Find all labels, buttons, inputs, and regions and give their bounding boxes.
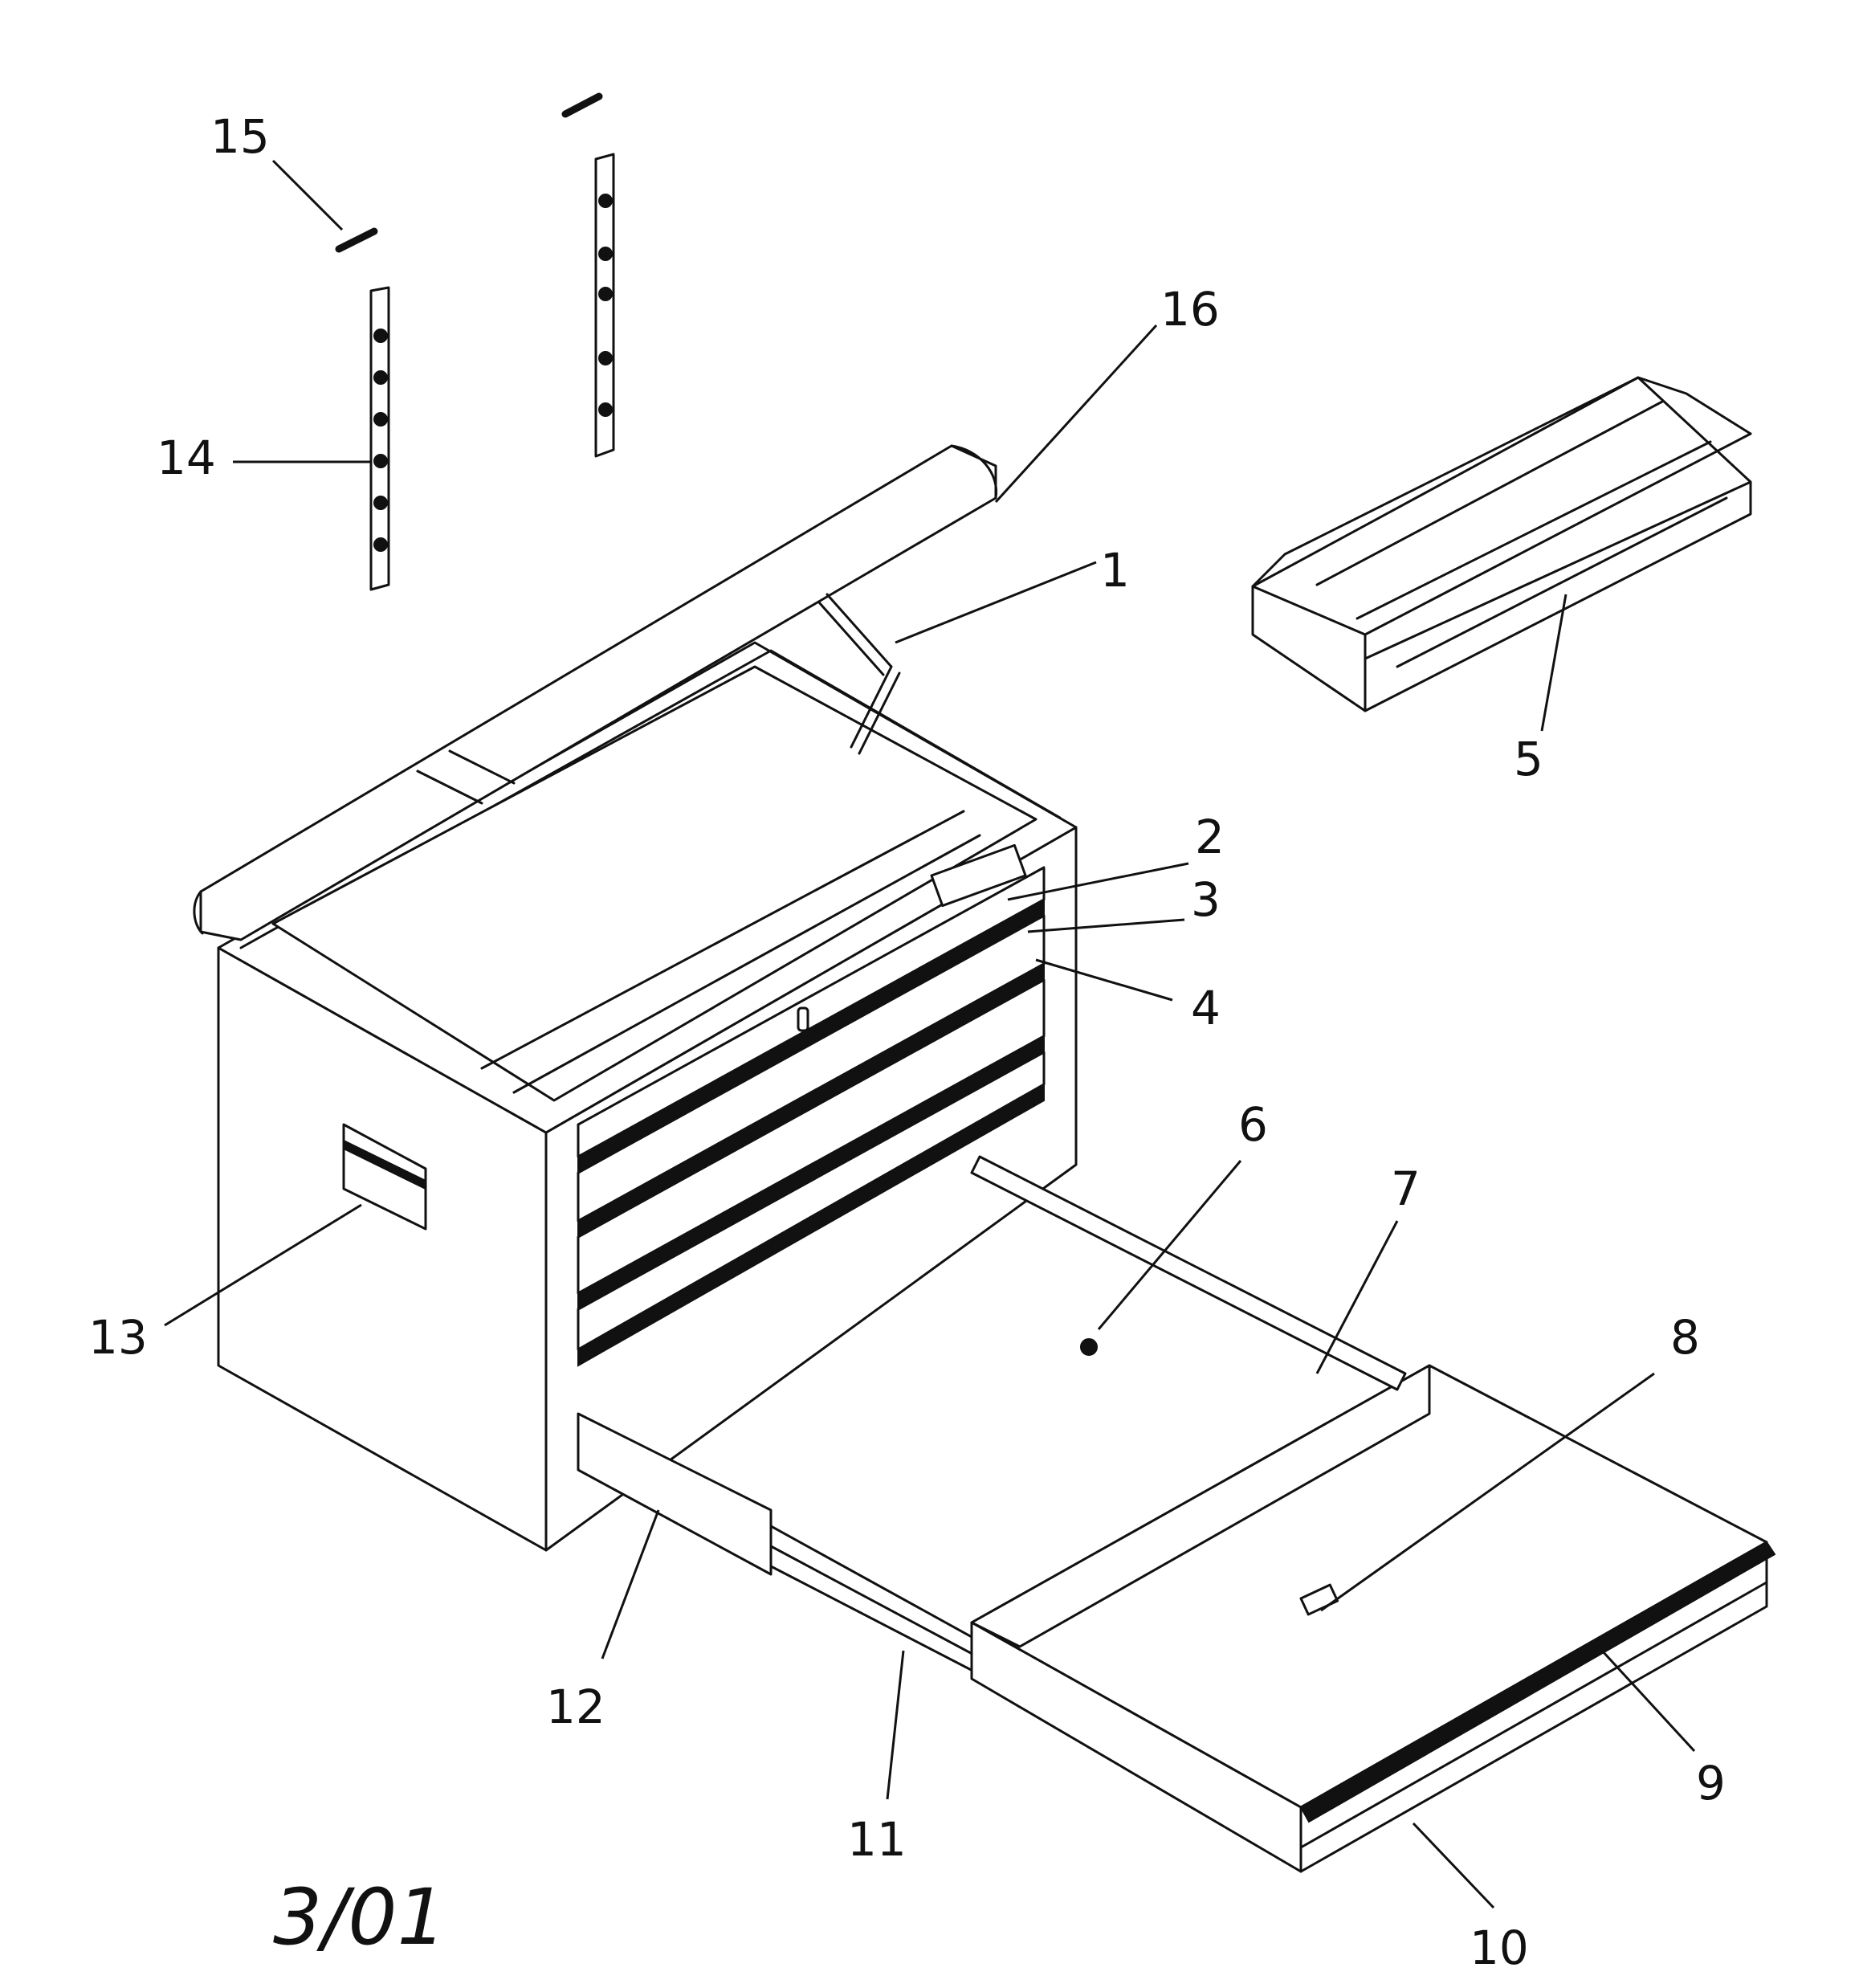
drawer-fronts [577, 843, 1046, 1367]
callout-14: 14 [157, 431, 216, 485]
hanger-strip-right [594, 153, 615, 458]
callout-7: 7 [1391, 1161, 1421, 1216]
callout-8: 8 [1670, 1310, 1700, 1365]
callout-9: 9 [1696, 1756, 1726, 1810]
callout-labels: 1 2 3 4 5 6 7 8 9 10 11 12 13 14 15 16 [88, 109, 1726, 1975]
open-drawer [577, 1155, 1776, 1873]
callout-1: 1 [1100, 543, 1130, 598]
lid-stay [817, 593, 901, 755]
leader-lines [164, 159, 1696, 1909]
callout-15: 15 [210, 109, 270, 164]
side-handle [342, 1123, 427, 1231]
callout-4: 4 [1191, 981, 1221, 1035]
callout-5: 5 [1514, 732, 1543, 786]
callout-2: 2 [1195, 810, 1225, 864]
date-mark: 3/01 [273, 1872, 446, 1962]
tote-tray [1251, 376, 1752, 712]
callout-16: 16 [1160, 282, 1220, 337]
callout-6: 6 [1238, 1097, 1268, 1152]
hanger-pin-right [561, 92, 603, 118]
hanger-strip-left [369, 286, 390, 591]
callout-11: 11 [847, 1812, 907, 1867]
chest-lid [193, 444, 998, 941]
callout-13: 13 [88, 1310, 148, 1365]
hanger-pin-left [335, 227, 378, 253]
callout-10: 10 [1470, 1921, 1529, 1975]
callout-3: 3 [1191, 872, 1221, 927]
callout-12: 12 [546, 1680, 605, 1734]
